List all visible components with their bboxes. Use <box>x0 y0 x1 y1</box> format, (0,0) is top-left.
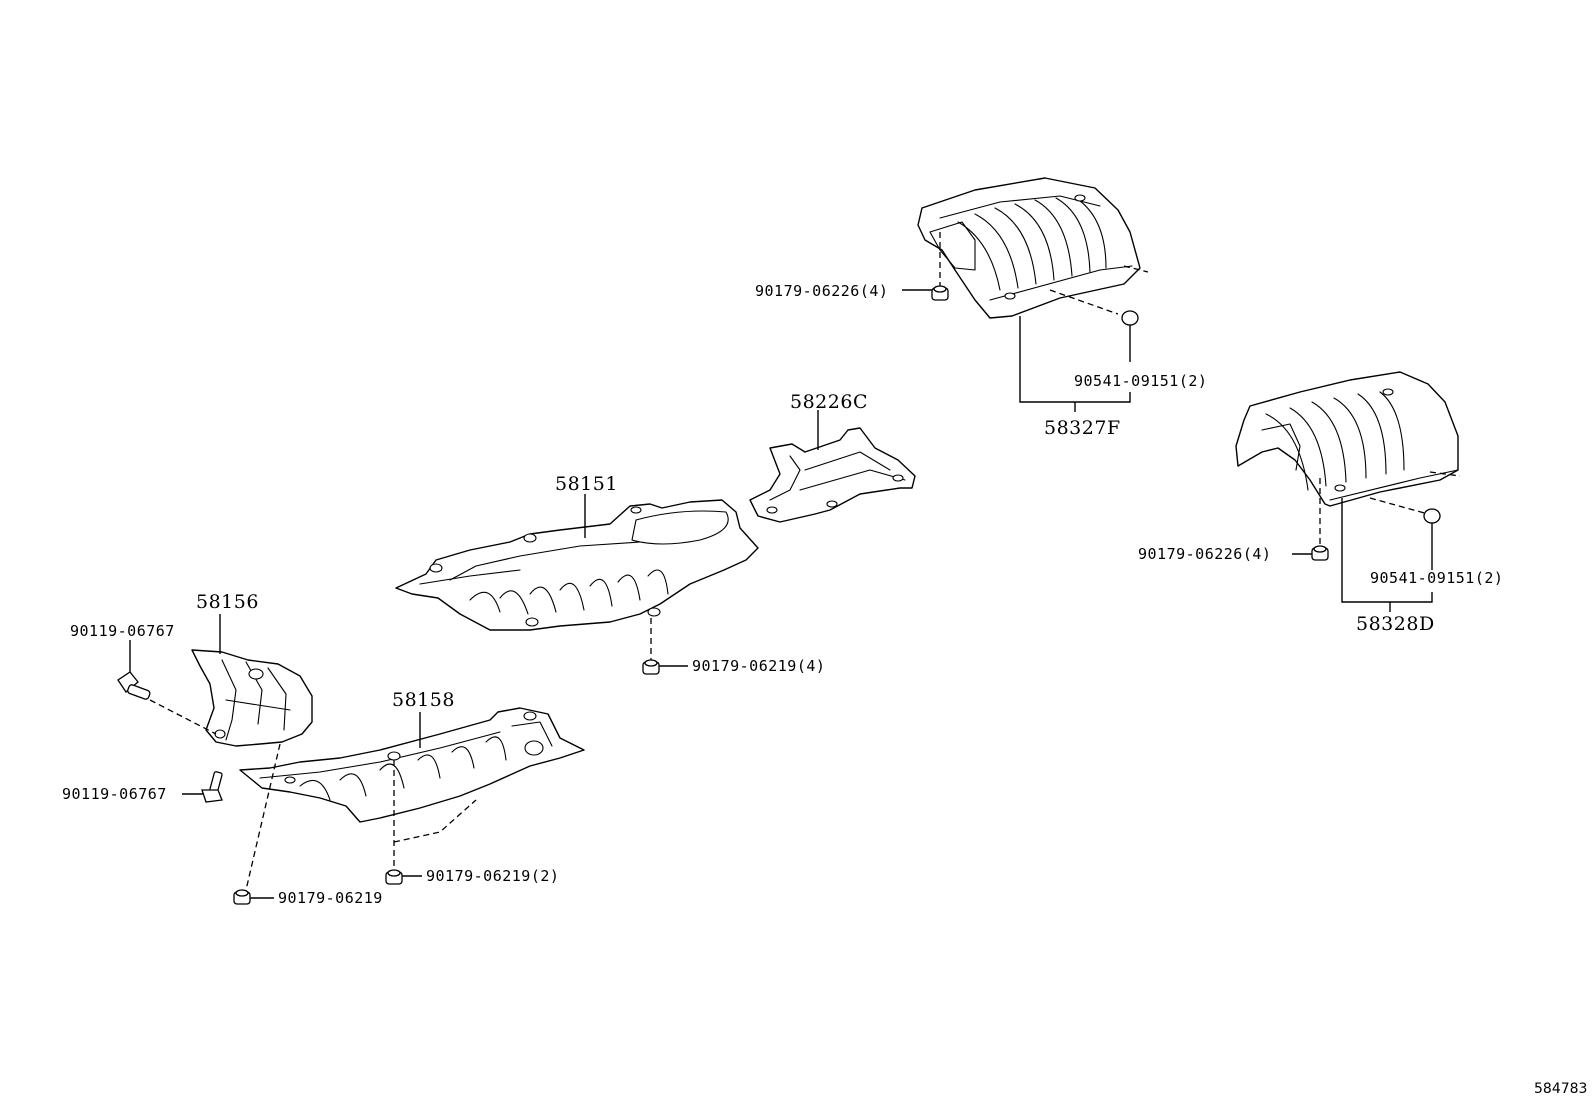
fastener-label-f9: 90179-06219 <box>278 889 383 907</box>
fastener-f8-drawing <box>385 869 403 885</box>
fastener-f1-drawing <box>931 285 949 301</box>
fastener-f6-drawing <box>117 671 151 700</box>
fastener-f5-drawing <box>642 659 660 675</box>
fastener-label-f4: 90541-09151(2) <box>1370 569 1503 587</box>
fastener-label-f3: 90179-06226(4) <box>1138 545 1271 563</box>
fastener-label-f2: 90541-09151(2) <box>1074 372 1207 390</box>
fastener-f4-drawing <box>1423 508 1441 570</box>
part-label-58327f: 58327F <box>1044 417 1121 439</box>
part-label-58151: 58151 <box>555 473 618 495</box>
fastener-label-f6: 90119-06767 <box>70 622 175 640</box>
fastener-f3-drawing <box>1311 545 1329 561</box>
part-58156-drawing <box>191 649 313 747</box>
fastener-label-f5: 90179-06219(4) <box>692 657 825 675</box>
part-label-58158: 58158 <box>392 689 455 711</box>
fastener-label-f8: 90179-06219(2) <box>426 867 559 885</box>
fastener-label-f7: 90119-06767 <box>62 785 167 803</box>
fastener-f9-drawing <box>233 889 251 905</box>
fastener-label-f1: 90179-06226(4) <box>755 282 888 300</box>
part-58226c-drawing <box>749 427 916 523</box>
diagram-reference-number: 584783 <box>1534 1081 1587 1097</box>
part-label-58226c: 58226C <box>790 391 868 413</box>
part-58151-drawing <box>395 499 759 631</box>
fastener-f7-drawing <box>201 771 223 803</box>
part-58158-drawing <box>239 707 585 823</box>
part-label-58156: 58156 <box>196 591 259 613</box>
part-58328d-drawing <box>1235 371 1459 507</box>
part-label-58328d: 58328D <box>1356 613 1435 635</box>
part-58327f-drawing <box>917 177 1141 319</box>
fastener-f2-drawing <box>1121 310 1139 362</box>
